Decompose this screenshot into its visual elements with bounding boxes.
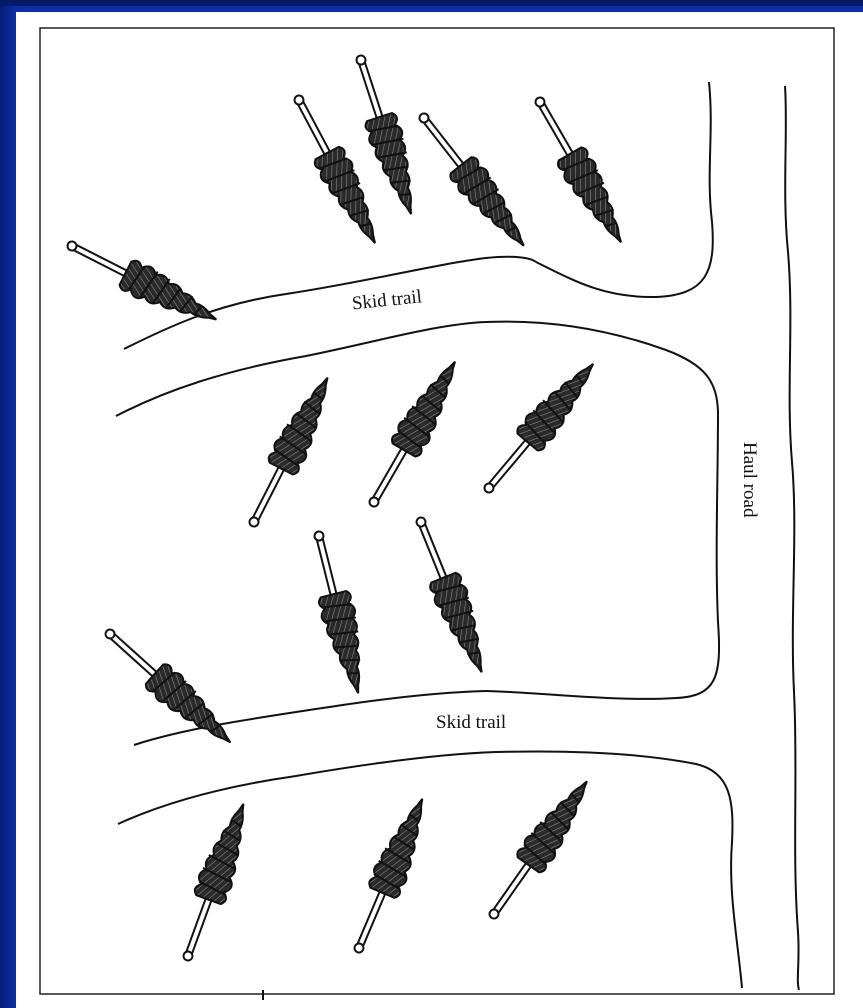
skid-trail-label-upper: Skid trail [351, 286, 423, 314]
skid-trail-label-lower: Skid trail [436, 712, 506, 733]
figure-frame [40, 28, 834, 994]
felled-tree-icon [357, 353, 470, 514]
figure-panel: Skid trail Skid trail Haul road [16, 12, 863, 1008]
felled-tree-icon [282, 88, 390, 251]
slide-top-rule [0, 0, 863, 6]
haul-road-left-edge-upper [536, 82, 713, 297]
felled-tree-icon [237, 370, 343, 534]
skid-trail-upper-bottom-edge [116, 322, 719, 699]
felled-tree-icon [342, 792, 438, 959]
haul-road-label: Haul road [739, 442, 760, 518]
felled-tree-icon [170, 798, 259, 966]
felled-tree-icon [60, 229, 224, 335]
felled-tree-icon [477, 772, 600, 928]
haul-road-right-edge [785, 86, 799, 990]
felled-tree-icon [408, 104, 537, 256]
felled-tree-icon [404, 511, 498, 678]
felled-tree-icon [301, 528, 374, 698]
skid-trail-diagram: Skid trail Skid trail Haul road [16, 12, 863, 1008]
felled-tree-icon [523, 90, 636, 251]
felled-tree-icon [473, 353, 606, 502]
